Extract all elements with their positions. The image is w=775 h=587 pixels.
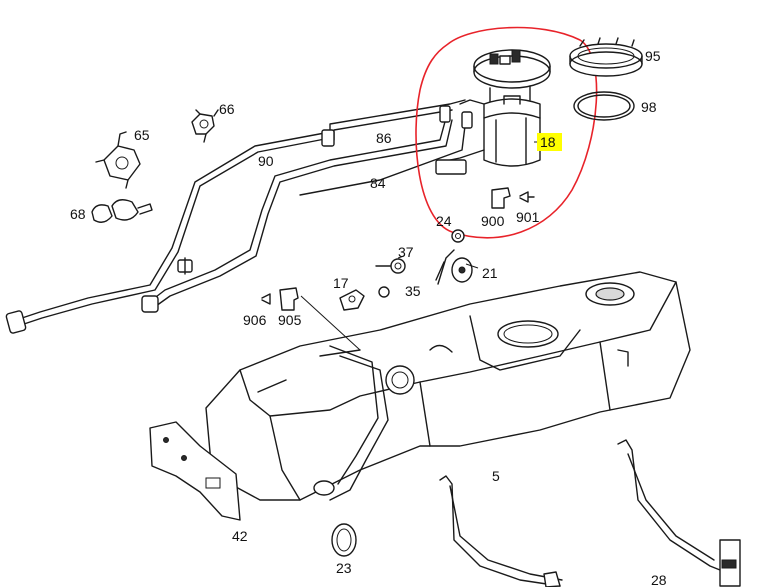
label-906: 906 (243, 312, 267, 328)
connector-901 (519, 191, 535, 203)
markup-circle (415, 26, 598, 239)
connector-905 (279, 287, 299, 311)
leader-lines (300, 141, 540, 351)
sender-21 (435, 249, 473, 285)
label-42: 42 (232, 528, 248, 544)
locking-ring (569, 37, 643, 77)
clamp-68 (91, 199, 153, 223)
label-900: 900 (481, 213, 505, 229)
fuel-tank (205, 271, 691, 501)
label-18: 18 (540, 134, 556, 150)
label-98: 98 (641, 99, 657, 115)
bracket-17 (339, 289, 365, 311)
heat-shield-42 (149, 421, 241, 521)
label-21: 21 (482, 265, 498, 281)
label-23: 23 (336, 560, 352, 576)
fuel-line-86 (321, 99, 466, 147)
label-901: 901 (516, 209, 540, 225)
callout-labels: 95 98 18 900 901 66 65 86 90 84 68 24 37… (70, 48, 667, 587)
label-905: 905 (278, 312, 302, 328)
label-95: 95 (645, 48, 661, 64)
filler-neck (313, 345, 415, 501)
fuel-line-84 (141, 105, 473, 313)
fuel-line-90 (5, 131, 331, 334)
screw-37 (375, 258, 406, 274)
connector-906 (261, 293, 271, 305)
label-68: 68 (70, 206, 86, 222)
top-margin (0, 0, 775, 28)
tank-strap (439, 475, 563, 587)
clamp-66 (191, 109, 219, 143)
label-90: 90 (258, 153, 274, 169)
label-24: 24 (436, 213, 452, 229)
sealing-ring-24 (451, 229, 465, 243)
label-86: 86 (376, 130, 392, 146)
highlight-box (537, 133, 562, 151)
bolt-35 (378, 286, 390, 298)
label-17: 17 (333, 275, 349, 291)
connector-900 (491, 187, 511, 209)
label-35: 35 (405, 283, 421, 299)
label-65: 65 (134, 127, 150, 143)
hose-23 (331, 523, 357, 557)
connector-clip (177, 257, 193, 275)
tank-strap-28 (617, 439, 741, 587)
label-37: 37 (398, 244, 414, 260)
label-66: 66 (219, 101, 235, 117)
label-84: 84 (370, 175, 386, 191)
label-28: 28 (651, 572, 667, 587)
clamp-65 (95, 131, 141, 189)
label-5: 5 (492, 468, 500, 484)
fuel-pump-assembly (435, 49, 551, 175)
seal-ring (573, 91, 635, 121)
